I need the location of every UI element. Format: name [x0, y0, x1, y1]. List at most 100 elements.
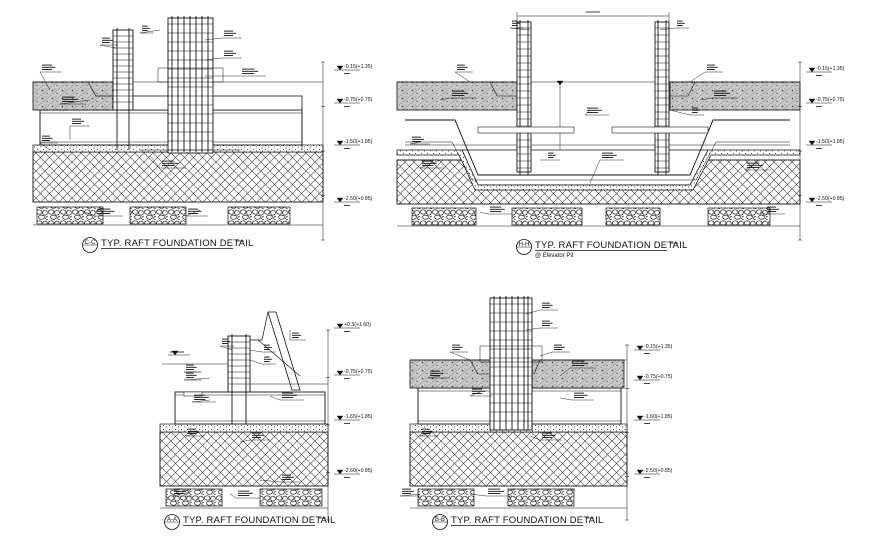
ramp-slab	[267, 311, 301, 391]
leader-line	[439, 97, 451, 101]
leader-line	[239, 439, 251, 443]
stone-block	[417, 488, 475, 507]
leader-line	[689, 71, 706, 83]
leader-line	[529, 435, 541, 441]
leader-line	[659, 27, 676, 31]
leader-line	[191, 399, 211, 403]
detail-subtitle: @ Elevator Pit	[535, 253, 574, 259]
level-label: -0.15(+1.35)	[644, 344, 673, 350]
detail-b-b: -0.15(+1.35)-0.75(+0.75)-1.60(+1.85)-2.5…	[399, 296, 673, 530]
level-label: -0.75(+0.75)	[344, 369, 373, 375]
leader-line	[525, 309, 541, 315]
level-label: -1.50(+1.85)	[816, 139, 845, 145]
level-label: +0.3(+1.60)	[344, 322, 371, 328]
leader-line	[539, 351, 553, 357]
leader-line	[99, 44, 117, 49]
bearing-pad	[183, 391, 203, 397]
leader-line	[204, 37, 223, 41]
pit-wall-left	[516, 21, 532, 173]
sump-bar	[477, 126, 575, 134]
stone-block	[605, 207, 661, 226]
raft-profile	[405, 119, 790, 176]
retaining-wall	[227, 335, 251, 393]
level-label: -0.15(+1.35)	[344, 64, 373, 70]
leader-line	[39, 142, 51, 151]
level-marker	[336, 323, 344, 329]
detail-title: TYP. RAFT FOUNDATION DETAIL	[101, 238, 254, 249]
leader-line	[559, 397, 573, 401]
column-collar	[157, 67, 224, 83]
level-marker	[336, 370, 344, 376]
level-label: -0.75(+0.75)	[644, 374, 673, 380]
level-marker	[336, 98, 344, 104]
raft-slab	[174, 391, 326, 425]
detail-tag-label: A-A	[167, 517, 177, 523]
drain-recess	[670, 81, 696, 97]
leader-line	[559, 367, 571, 377]
column-collar	[479, 345, 543, 363]
level-marker	[808, 140, 816, 146]
leader-line	[139, 29, 161, 34]
leader-line	[79, 209, 96, 217]
floor-fill-right	[669, 81, 801, 111]
drain-recess	[87, 81, 113, 97]
leader-line	[479, 211, 489, 215]
detail-title: TYP. RAFT FOUNDATION DETAIL	[451, 515, 604, 526]
leader-line	[449, 351, 471, 361]
soil-hatch	[159, 431, 329, 487]
drain-recess	[489, 81, 517, 97]
detail-h-h: -0.15(+1.35)-0.75(+0.75)-1.50(+1.85)-2.5…	[396, 11, 845, 259]
stone-block	[227, 206, 291, 225]
ramp-rebar	[257, 339, 301, 377]
leader-line	[183, 377, 211, 381]
level-label: -2.50(+0.85)	[816, 196, 845, 202]
leader-line	[454, 71, 471, 83]
stone-block	[411, 207, 477, 226]
leader-line	[249, 349, 263, 353]
leader-line	[409, 141, 421, 145]
leader-line	[469, 391, 481, 397]
level-marker	[808, 197, 816, 203]
level-label: -1.50(+1.85)	[344, 139, 373, 145]
level-marker	[556, 80, 564, 86]
leader-line	[589, 159, 601, 184]
level-marker	[336, 65, 344, 71]
sump-bar	[611, 126, 709, 134]
level-marker	[336, 469, 344, 475]
level-marker	[636, 345, 644, 351]
stone-block	[259, 488, 323, 507]
stone-block	[507, 488, 575, 507]
drain-recess	[469, 359, 490, 375]
level-label: -0.15(+1.35)	[816, 66, 845, 72]
leader-line	[525, 327, 541, 331]
level-marker	[636, 415, 644, 421]
detail-a-a: +0.3(+1.60) -0.75(+0.75) -1.65(+1.85) -2.60…	[159, 311, 373, 530]
level-marker	[636, 469, 644, 475]
leader-line	[699, 97, 713, 101]
soil-hatch	[32, 151, 324, 203]
lean-concrete	[159, 423, 329, 433]
level-label: -2.50(+0.85)	[644, 468, 673, 474]
leader-line	[419, 431, 433, 437]
leader-line	[204, 57, 223, 61]
level-label: -2.60(+0.85)	[344, 468, 373, 474]
level-marker	[808, 98, 816, 104]
detail-tag-label: C-C	[85, 240, 96, 246]
level-label: -0.75(+0.75)	[344, 97, 373, 103]
leader-line	[219, 345, 233, 351]
level-marker	[636, 375, 644, 381]
level-marker	[336, 140, 344, 146]
detail-title: TYP. RAFT FOUNDATION DETAIL	[183, 515, 336, 526]
leader-line	[269, 395, 281, 401]
pit-wall-right	[654, 21, 670, 173]
leader-line	[59, 99, 91, 105]
leader-line	[39, 71, 51, 91]
level-marker	[808, 67, 816, 73]
level-label: -1.65(+1.85)	[344, 414, 373, 420]
level-label: -2.50(+0.85)	[344, 196, 373, 202]
level-marker	[336, 197, 344, 203]
leader-line	[509, 27, 531, 31]
detail-tag-label: B-B	[435, 517, 445, 523]
leader-line	[469, 493, 487, 497]
